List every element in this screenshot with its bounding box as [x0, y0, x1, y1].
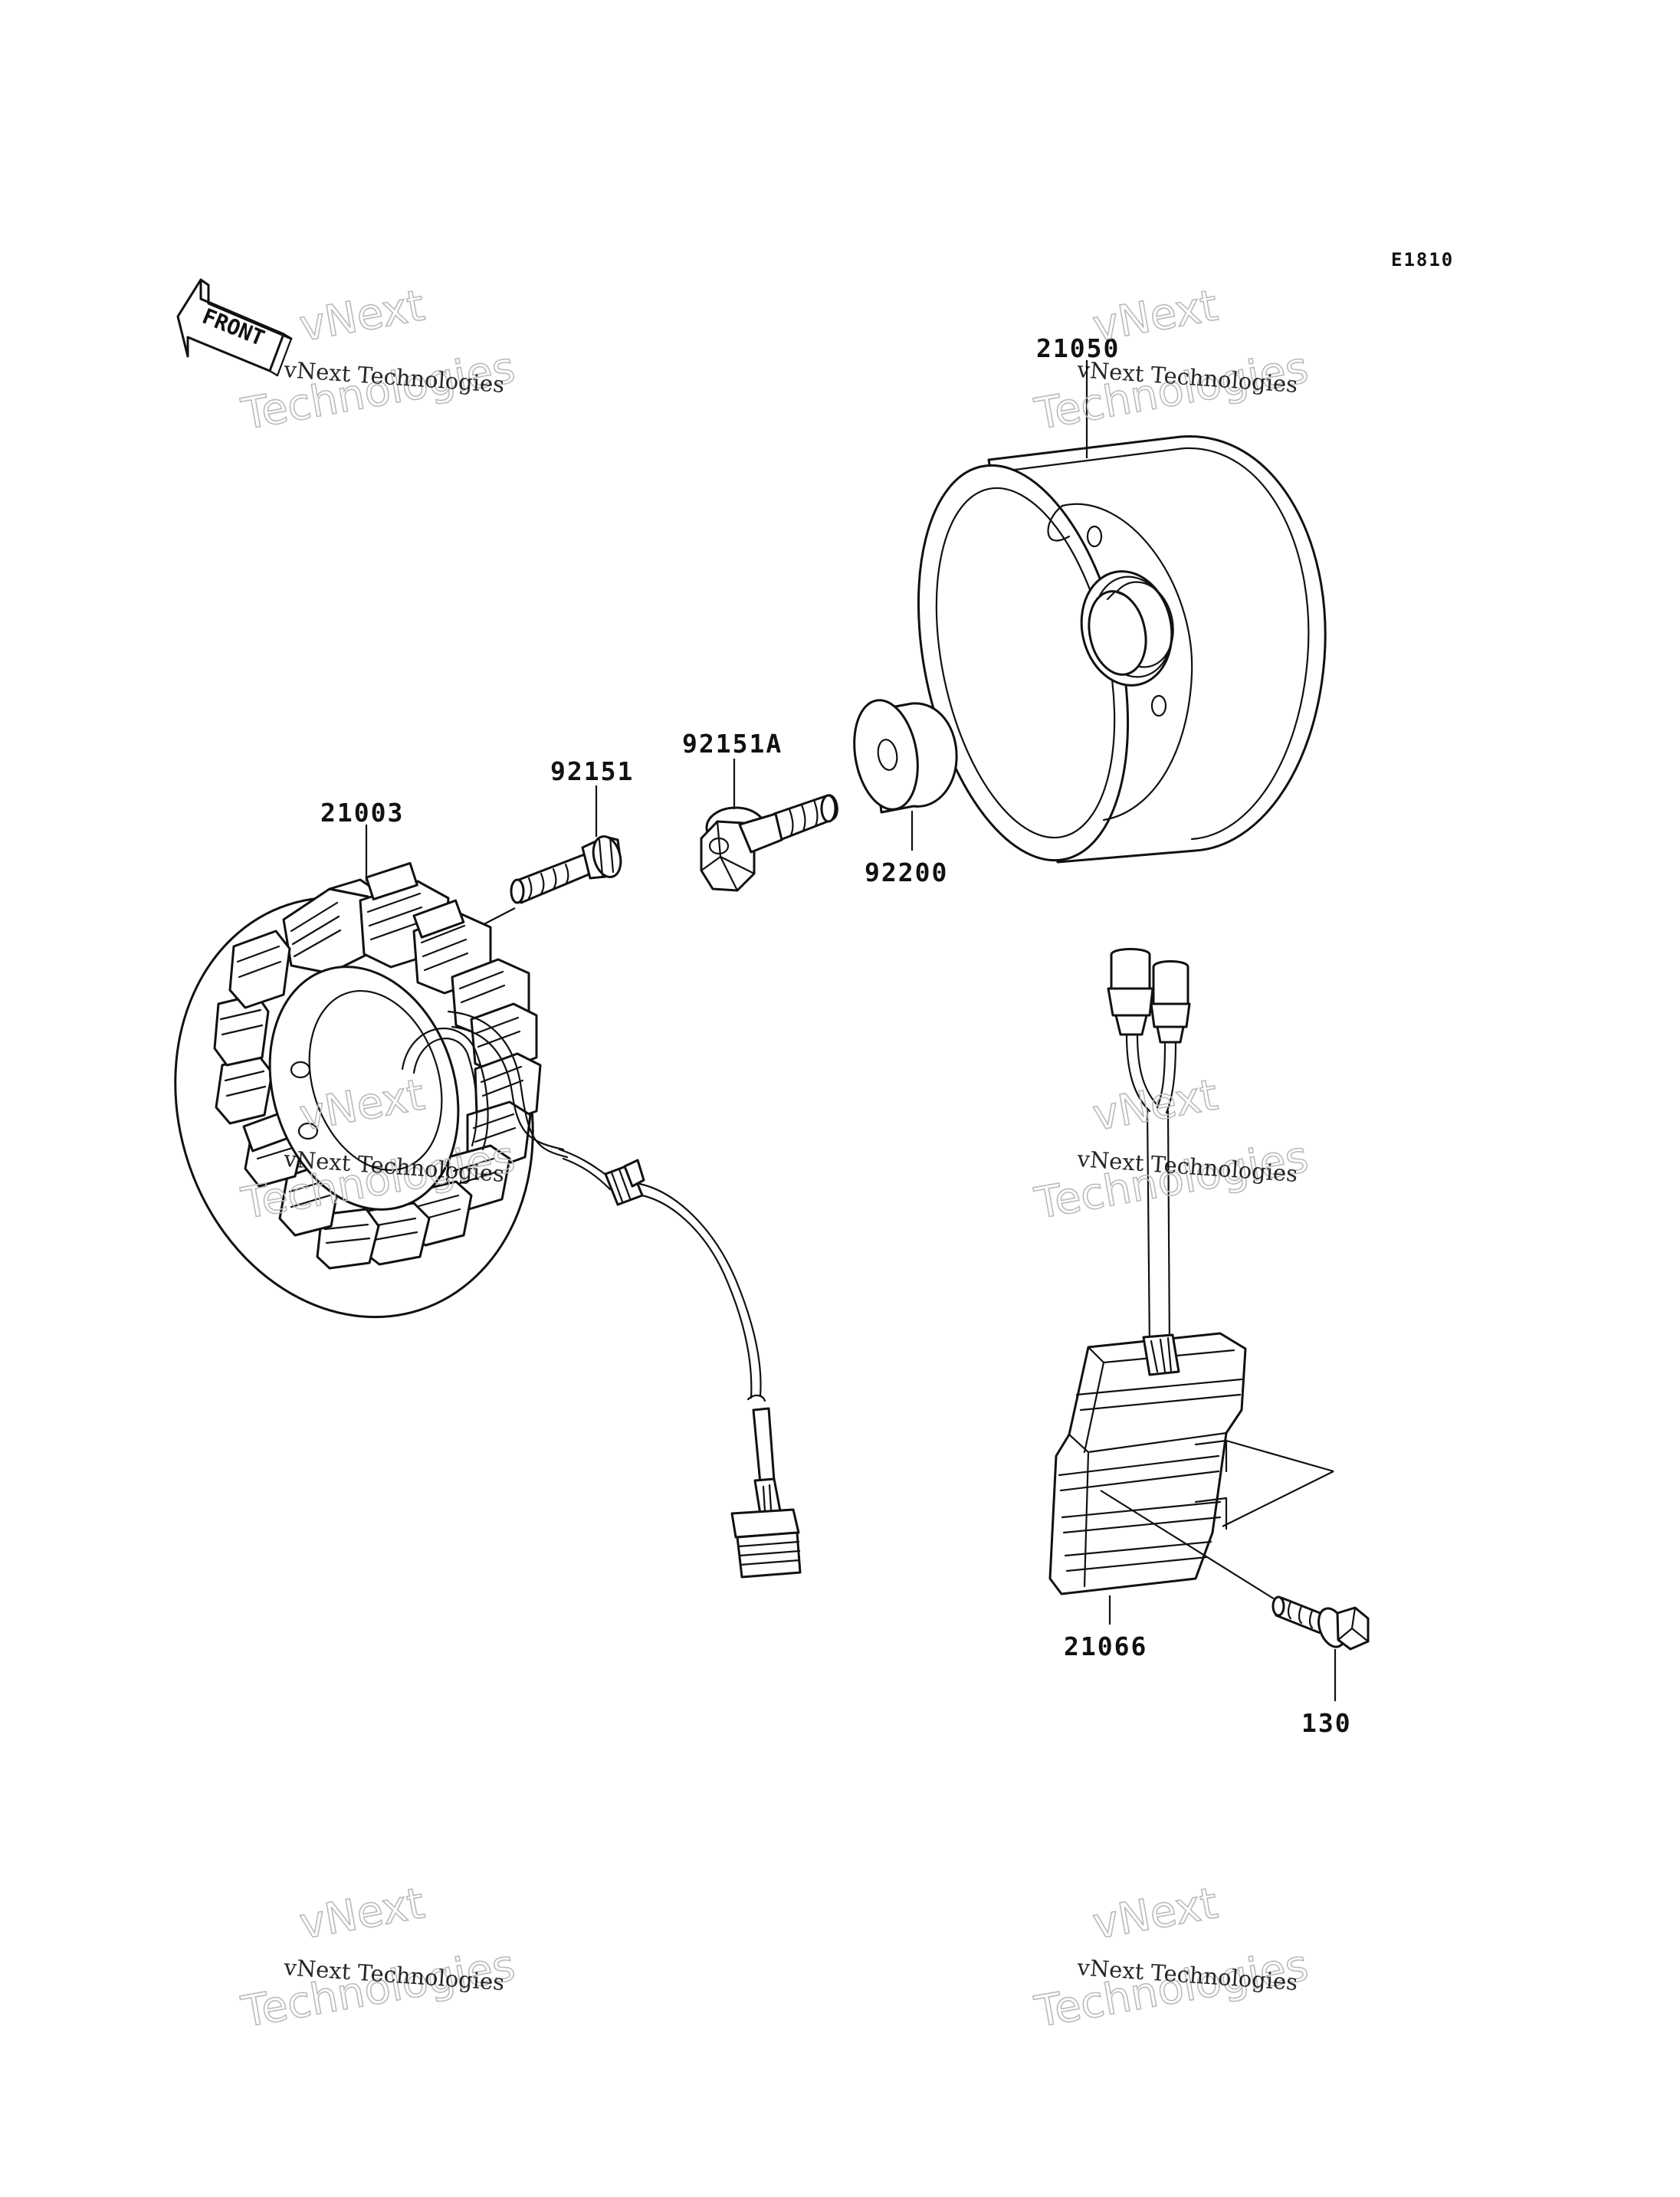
diagram-code: E1810	[1391, 249, 1454, 271]
regulator-rectifier	[1048, 948, 1247, 1595]
part-number-stator-bolt: 92151	[550, 756, 634, 786]
part-number-flywheel-bolt: 92151A	[682, 729, 783, 759]
front-arrow-icon: FRONT	[176, 278, 293, 377]
svg-text:vNext: vNext	[1089, 1070, 1221, 1140]
part-number-washer: 92200	[865, 857, 948, 887]
svg-text:vNext: vNext	[296, 1878, 428, 1949]
svg-text:vNext: vNext	[1089, 280, 1221, 351]
flywheel-rotor	[917, 435, 1327, 864]
part-number-stator: 21003	[320, 798, 404, 828]
flywheel-bolt	[700, 794, 838, 892]
stator-bolt	[510, 835, 622, 904]
part-number-flywheel: 21050	[1036, 333, 1120, 363]
stator-coil	[174, 861, 569, 1319]
part-number-regulator: 21066	[1064, 1631, 1147, 1661]
regulator-bolt	[1271, 1595, 1370, 1651]
stator-cable	[558, 1148, 802, 1579]
part-number-regulator-bolt: 130	[1301, 1708, 1352, 1738]
watermark-middle-right: vNext Technologies vNext Technologies	[1030, 1070, 1312, 1230]
watermark-bottom-right: vNext Technologies vNext Technologies	[1030, 1878, 1312, 2038]
svg-text:vNext: vNext	[1089, 1878, 1221, 1949]
svg-text:vNext: vNext	[296, 280, 428, 351]
watermark-top-left: vNext Technologies vNext Technologies	[237, 280, 519, 441]
watermark-bottom-left: vNext Technologies vNext Technologies	[237, 1878, 519, 2038]
washer	[853, 699, 958, 814]
